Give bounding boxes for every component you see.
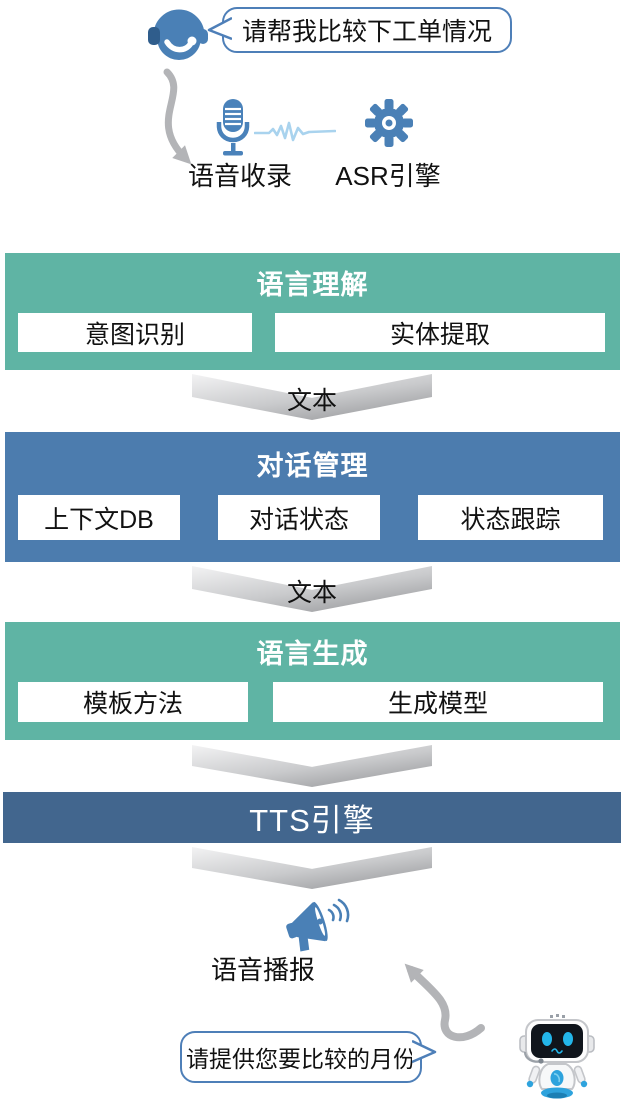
block-title: 对话管理	[256, 451, 369, 481]
block-title: 语言理解	[256, 270, 369, 300]
user-speech-bubble: 请帮我比较下工单情况	[207, 7, 512, 53]
megaphone-icon	[286, 898, 350, 952]
block-title: 语言生成	[256, 639, 369, 669]
block-language-understanding: 语言理解 意图识别 实体提取	[5, 253, 620, 370]
asr-engine-label: ASR引擎	[335, 161, 441, 191]
block-language-generation: 语言生成 模板方法 生成模型	[5, 622, 620, 740]
tts-engine-label: TTS引擎	[249, 803, 375, 838]
chevron-arrow-down	[192, 847, 432, 889]
bot-speech-bubble: 请提供您要比较的月份	[180, 1031, 437, 1083]
voice-broadcast-label: 语音播报	[210, 955, 315, 985]
speech-bubble-tail-left	[207, 17, 232, 41]
curved-arrow-down	[163, 68, 192, 165]
headset-agent-icon	[148, 9, 208, 60]
voice-capture-label: 语音收录	[187, 161, 292, 191]
flow-text-label: 文本	[286, 387, 337, 415]
item-generation-model: 生成模型	[273, 682, 603, 722]
chevron-arrow-down	[192, 745, 432, 787]
tts-engine-bar: TTS引擎	[3, 792, 621, 843]
microphone-icon	[216, 99, 250, 156]
waveform-icon	[254, 121, 336, 142]
curved-arrow-up	[404, 963, 485, 1042]
item-entity-extraction: 实体提取	[275, 313, 605, 352]
speech-bubble-tail-right	[412, 1040, 437, 1064]
item-intent-recognition: 意图识别	[18, 313, 252, 352]
item-dialog-state: 对话状态	[218, 495, 380, 540]
item-context-db: 上下文DB	[18, 495, 180, 540]
item-state-tracking: 状态跟踪	[418, 495, 603, 540]
item-template-method: 模板方法	[18, 682, 248, 722]
gear-icon	[365, 99, 413, 147]
flow-text-label: 文本	[286, 579, 337, 607]
user-speech-text: 请帮我比较下工单情况	[241, 18, 492, 46]
block-dialog-management: 对话管理 上下文DB 对话状态 状态跟踪	[5, 432, 620, 562]
robot-icon	[519, 1014, 595, 1099]
bot-speech-text: 请提供您要比较的月份	[186, 1046, 416, 1072]
